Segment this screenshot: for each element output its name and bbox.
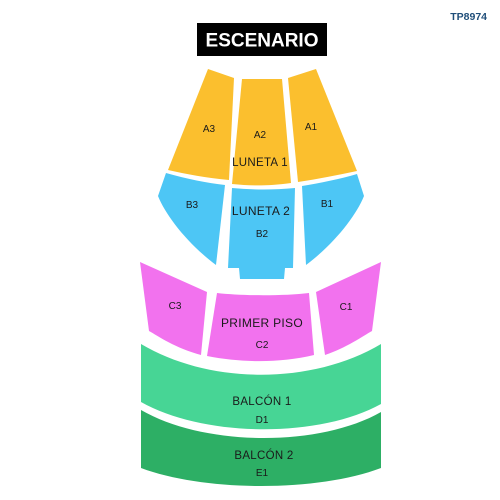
section-e1[interactable] (141, 410, 381, 486)
label-b3: B3 (186, 200, 199, 211)
section-b2[interactable] (228, 188, 295, 279)
label-c2: C2 (256, 340, 269, 351)
section-c3[interactable] (140, 262, 207, 355)
label-luneta-1: LUNETA 1 (232, 157, 288, 169)
section-a3[interactable] (168, 69, 234, 180)
label-a3: A3 (203, 124, 216, 135)
section-c1[interactable] (316, 262, 381, 355)
label-a1: A1 (305, 122, 318, 133)
section-a2[interactable] (232, 79, 291, 186)
label-b2: B2 (256, 229, 269, 240)
section-d1[interactable] (141, 344, 381, 430)
label-balcon-1: BALCÓN 1 (232, 395, 291, 408)
label-primer-piso: PRIMER PISO (221, 316, 303, 330)
label-balcon-2: BALCÓN 2 (234, 449, 293, 462)
label-c1: C1 (340, 302, 353, 313)
label-d1: D1 (256, 415, 269, 426)
label-b1: B1 (321, 199, 334, 210)
label-a2: A2 (254, 130, 267, 141)
section-b1[interactable] (302, 174, 364, 265)
label-c3: C3 (169, 301, 182, 312)
label-e1: E1 (256, 468, 269, 479)
section-a1[interactable] (288, 69, 357, 182)
label-luneta-2: LUNETA 2 (232, 204, 290, 218)
reference-code: TP8974 (450, 11, 487, 23)
stage: ESCENARIO (197, 23, 327, 56)
stage-box (197, 23, 327, 56)
section-c2[interactable] (207, 293, 314, 362)
stage-label: ESCENARIO (206, 31, 319, 52)
section-b3[interactable] (158, 173, 225, 265)
